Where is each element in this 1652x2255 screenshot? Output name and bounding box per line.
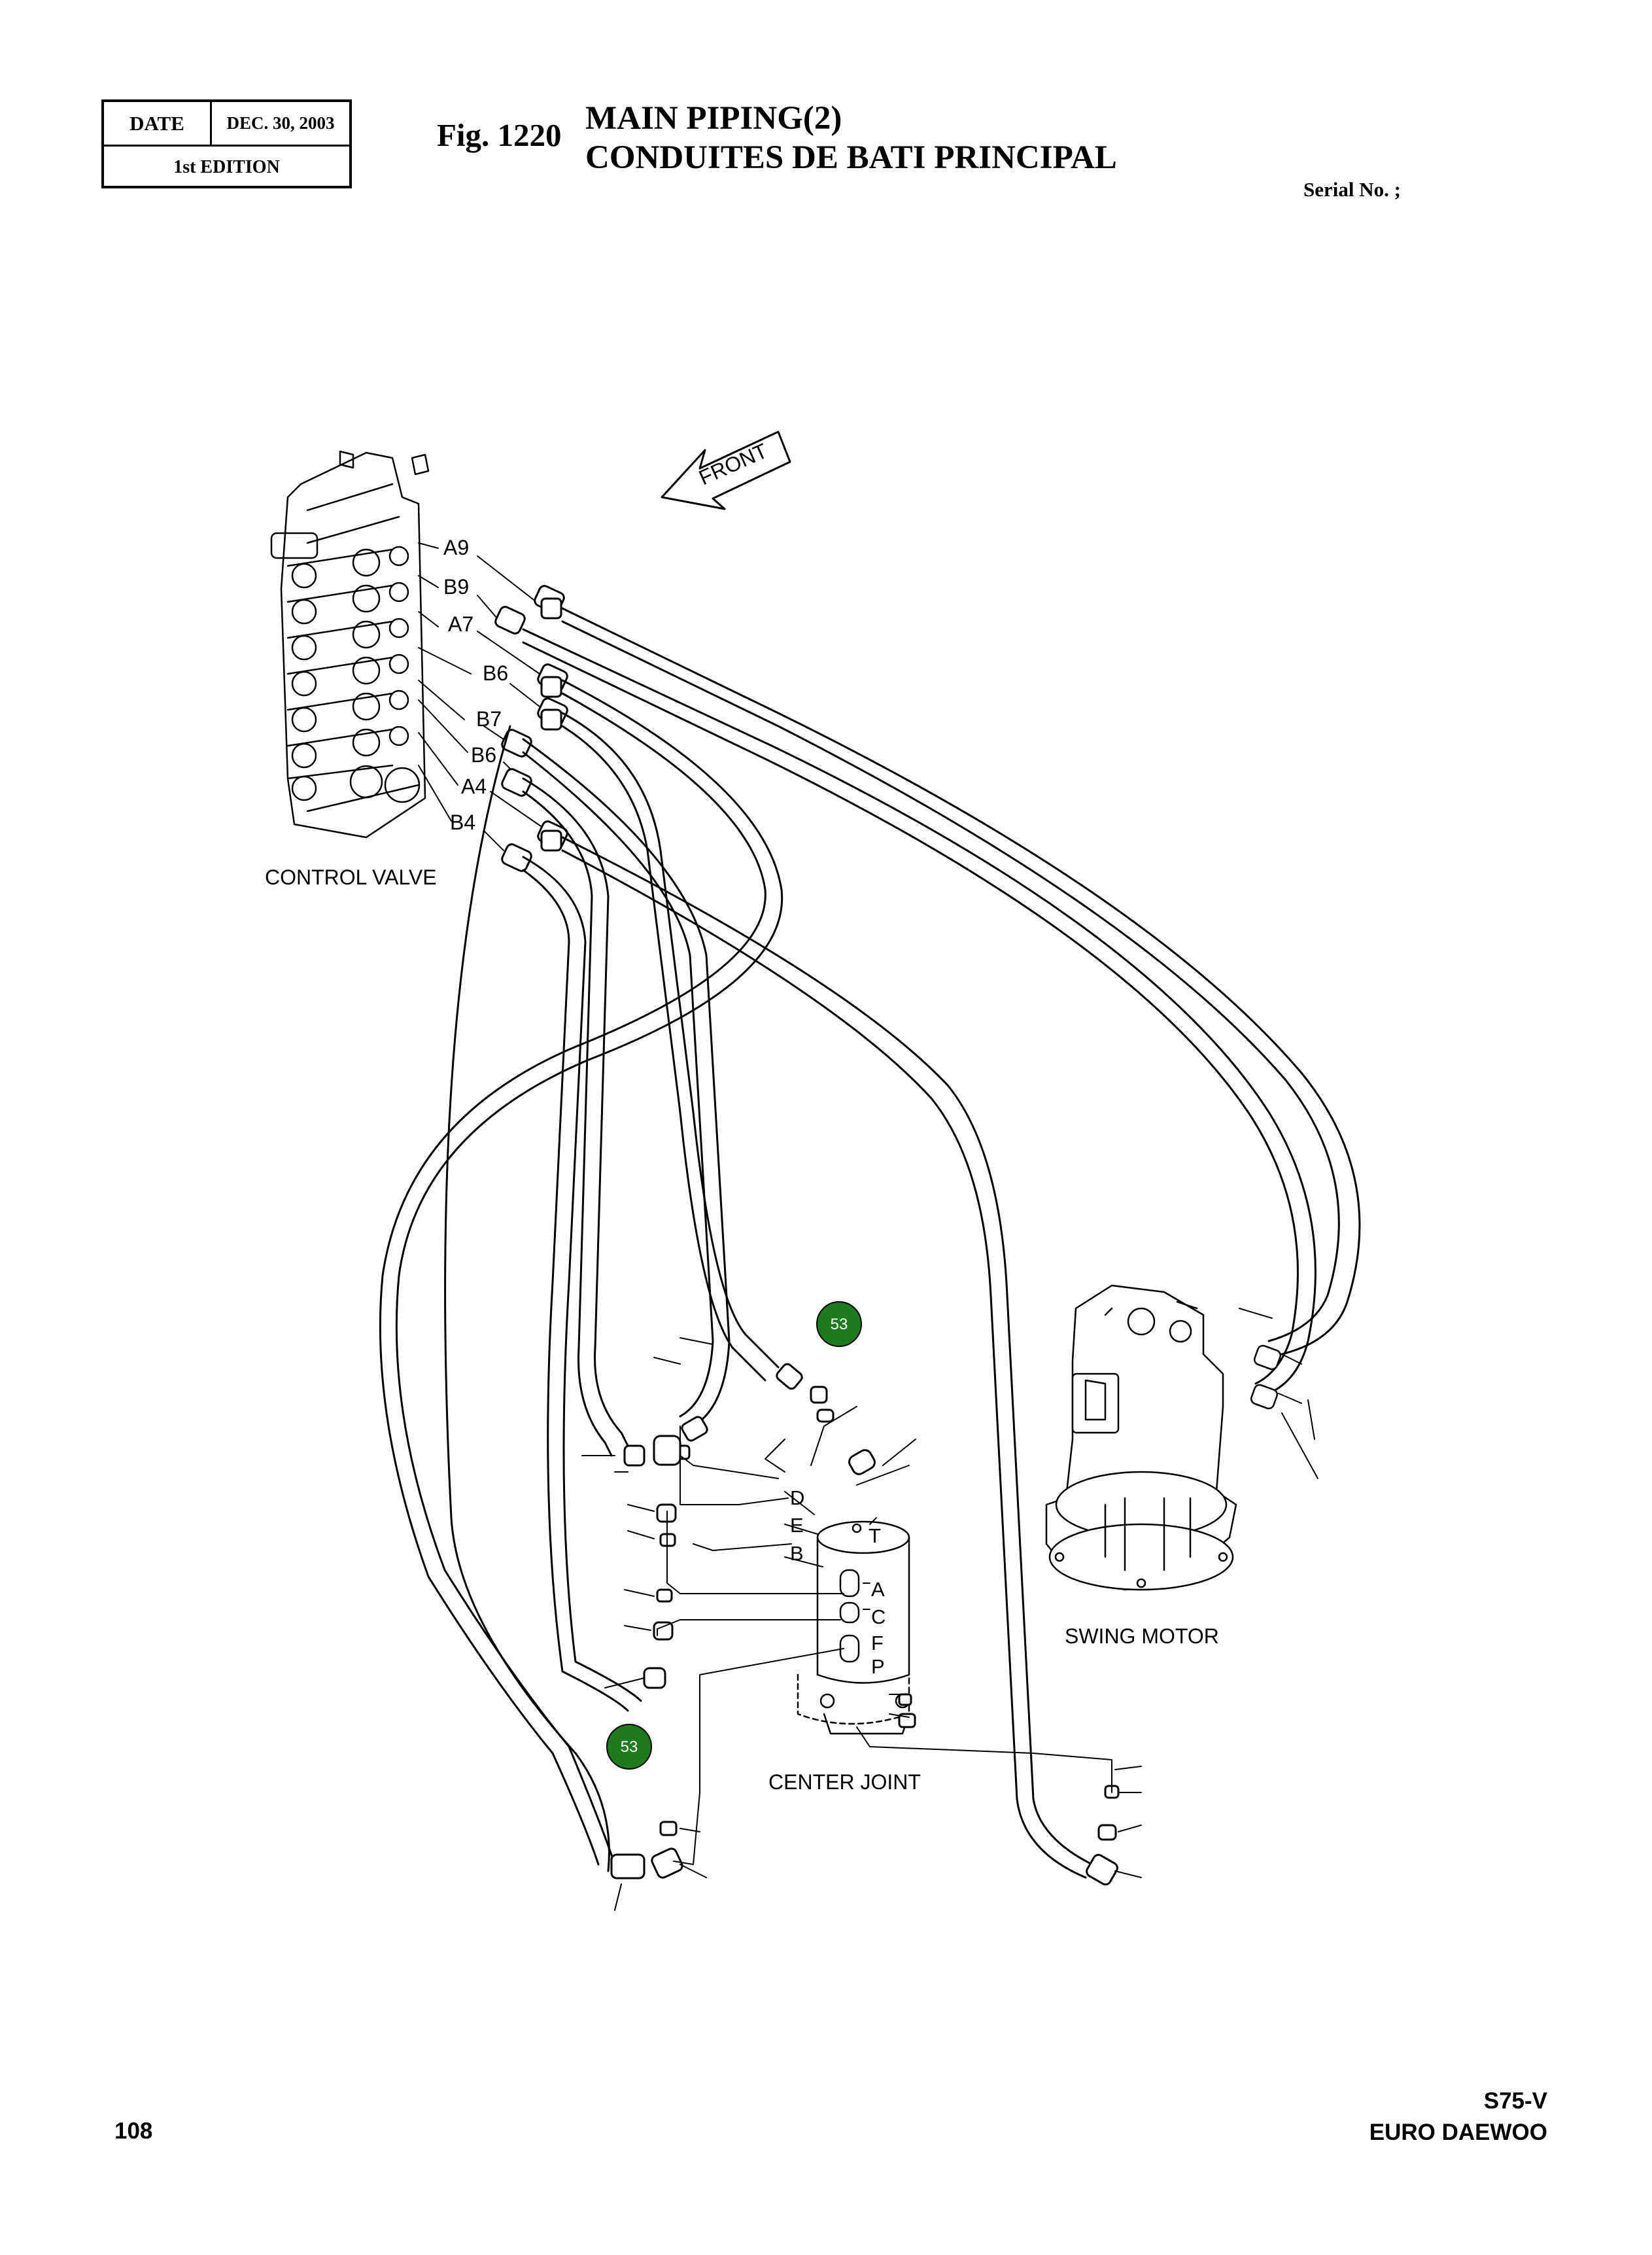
port-letter-e: E	[790, 1514, 804, 1537]
port-label-b6-lower: B6	[471, 743, 496, 767]
port-letter-p: P	[871, 1655, 885, 1678]
page-title: MAIN PIPING(2)	[585, 100, 842, 137]
edition-label: 1st EDITION	[173, 157, 280, 177]
port-letter-b: B	[790, 1542, 804, 1565]
callout-53-upper[interactable]: 53	[816, 1301, 862, 1347]
date-row: DATE DEC. 30, 2003	[104, 102, 349, 147]
port-label-a9: A9	[443, 536, 469, 559]
hoses-center-d	[561, 712, 780, 1382]
port-label-b6-upper: B6	[483, 661, 508, 685]
port-label-a7: A7	[448, 612, 473, 636]
swing-motor-label: SWING MOTOR	[1065, 1624, 1219, 1648]
valve-spools	[286, 546, 421, 803]
port-letter-d: D	[790, 1486, 804, 1509]
port-letter-a: A	[871, 1578, 885, 1601]
front-arrow: FRONT	[661, 430, 791, 510]
center-joint-label: CENTER JOINT	[768, 1770, 921, 1794]
hoses-center-b	[522, 777, 629, 1457]
port-label-b7: B7	[476, 707, 502, 731]
brand-name: EURO DAEWOO	[1369, 2120, 1547, 2145]
date-label: DATE	[104, 102, 212, 145]
serial-number: Serial No. ;	[1303, 178, 1401, 201]
port-leader-lines	[418, 542, 543, 851]
model-name: S75-V	[1483, 2088, 1547, 2114]
center-joint	[784, 1491, 910, 1735]
figure-number: Fig. 1220	[437, 117, 562, 153]
port-letter-t: T	[869, 1524, 881, 1547]
callout-53-lower[interactable]: 53	[606, 1724, 652, 1770]
control-valve-label: CONTROL VALVE	[265, 865, 437, 889]
upper-fittings	[540, 597, 562, 852]
hoses-b4	[522, 856, 642, 1712]
port-label-a4: A4	[461, 775, 487, 798]
port-letter-f: F	[871, 1632, 884, 1654]
date-value: DEC. 30, 2003	[226, 113, 335, 133]
page-number: 108	[114, 2118, 153, 2144]
center-joint-port-labels: D E B T A C F P	[790, 1486, 886, 1678]
port-label-b9: B9	[443, 575, 469, 599]
swing-motor	[1045, 1284, 1318, 1591]
hoses-bottom-left	[444, 725, 610, 1872]
control-valve	[270, 450, 430, 839]
port-label-group: A9 B9 A7 B6 B7 B6 A4 B4	[443, 536, 508, 834]
hoses-swing-motor	[522, 607, 1361, 1395]
pointer-leaders	[581, 1337, 1142, 1911]
callout-number: 53	[621, 1738, 638, 1756]
center-joint-fittings	[610, 1363, 1120, 1886]
date-box: DATE DEC. 30, 2003 1st EDITION	[101, 99, 352, 188]
port-label-b4: B4	[450, 811, 475, 834]
page-title-french: CONDUITES DE BATI PRINCIPAL	[585, 139, 1117, 176]
connection-leaders	[657, 1406, 1112, 1865]
callout-number: 53	[831, 1316, 848, 1333]
hoses-center-e	[522, 738, 731, 1427]
port-letter-c: C	[871, 1605, 886, 1628]
